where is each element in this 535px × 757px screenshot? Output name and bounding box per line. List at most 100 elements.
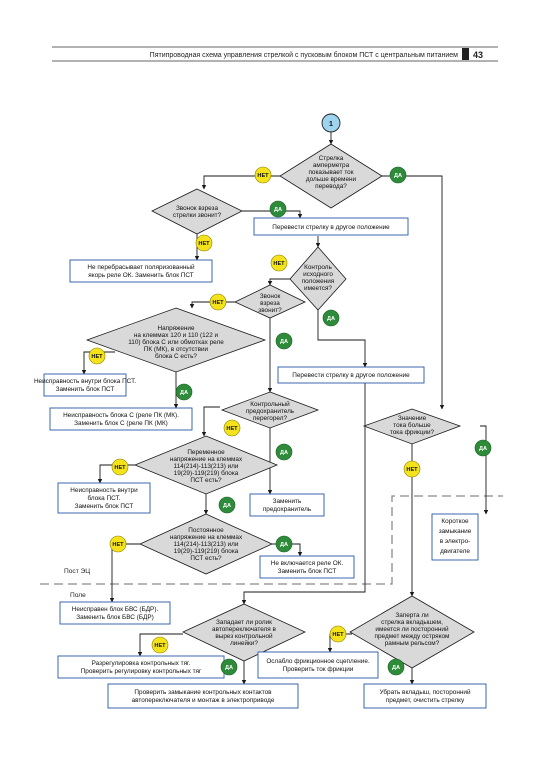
text-line: предохранитель xyxy=(246,408,295,415)
text-line: Перевести стрелку в другое положение xyxy=(292,372,410,379)
page-header: Пятипроводная схема управления стрелкой … xyxy=(52,46,498,62)
zone-divider: Пост ЭЦ Поле xyxy=(40,495,503,599)
text-line: Заменить xyxy=(273,498,302,505)
text-line: Напряжение xyxy=(157,325,195,332)
badge-label: ДА xyxy=(274,207,282,213)
action-relay-ok-not-switch: Не включается реле ОК.Заменить блок ПСТ xyxy=(259,555,355,579)
badge-label: ДА xyxy=(392,665,400,671)
badge-no-d7: НЕТ xyxy=(403,460,421,478)
yes-badge-icon xyxy=(175,383,193,401)
text-line: стрелка вкладышем, xyxy=(381,619,443,626)
text-line: стрелки звонит? xyxy=(173,212,222,219)
no-badge-icon xyxy=(88,347,106,365)
text-line: положения xyxy=(302,278,335,285)
text-line: автопереключателя и монтаж в электроприв… xyxy=(132,697,275,704)
badge-label: ДА xyxy=(327,316,335,322)
badge-label: НЕТ xyxy=(406,467,418,473)
badge-label: НЕТ xyxy=(257,173,269,179)
text-line: Заперта ли xyxy=(395,612,429,619)
text-line: Западает ли ролик xyxy=(216,619,272,626)
text-line: Заменить блок ПСТ xyxy=(56,385,115,393)
no-badge-icon xyxy=(270,254,288,272)
yes-badge-icon xyxy=(322,309,340,327)
badge-yes-d5: ДА xyxy=(175,383,193,401)
action-throw-switch-1: Перевести стрелку в другое положение xyxy=(253,217,409,236)
action-replace-block-c: Неисправность блока С (реле ПК (МК).Заме… xyxy=(49,407,193,431)
text-line: Перевести стрелку в другое положение xyxy=(272,224,390,231)
badge-no-d3: НЕТ xyxy=(270,254,288,272)
badge-no-d1: НЕТ xyxy=(254,166,272,184)
yes-badge-icon xyxy=(275,443,293,461)
badge-label: НЕТ xyxy=(332,632,344,638)
badge-yes-d8: ДА xyxy=(218,496,236,514)
text-line: Проверить ток фрикции xyxy=(283,666,354,673)
badge-label: ДА xyxy=(394,173,402,179)
text-line: замыкание xyxy=(439,528,472,535)
decision-badges: НЕТ ДА ДА НЕТ НЕТ ДА НЕТ ДА НЕТ ДА НЕТ Д… xyxy=(88,166,492,676)
text-line: ПСТ есть? xyxy=(190,555,222,562)
text-line: Заменить блок БВС (БДР) xyxy=(76,613,153,621)
badge-label: ДА xyxy=(280,542,288,548)
badge-label: ДА xyxy=(479,446,487,452)
no-badge-icon xyxy=(223,419,241,437)
badge-label: НЕТ xyxy=(114,465,126,471)
badge-label: НЕТ xyxy=(112,542,124,548)
text-line: 114(214)-113(213) или xyxy=(174,463,239,470)
yes-badge-icon xyxy=(275,535,293,553)
badge-label: НЕТ xyxy=(154,643,166,649)
text-line: блока С есть? xyxy=(155,352,197,360)
text-line: напряжение на клеммах xyxy=(170,534,243,541)
text-line: ПСТ есть? xyxy=(190,477,222,484)
text-line: 110) блока С или обмотках реле xyxy=(128,338,224,346)
text-line: Заменить блок ПСТ xyxy=(75,502,134,510)
action-replace-bvs: Неисправен блок БВС (БДР).Заменить блок … xyxy=(59,601,171,625)
no-badge-icon xyxy=(195,234,213,252)
action-throw-switch-2: Перевести стрелку в другое положение xyxy=(277,366,425,384)
text-line: Постоянное xyxy=(188,527,224,534)
badge-yes-d1: ДА xyxy=(389,166,407,184)
badge-yes-d7: ДА xyxy=(474,439,492,457)
badge-no-d8: НЕТ xyxy=(111,458,129,476)
text-line: вырез контрольной xyxy=(215,632,273,640)
text-line: ПК (МК), в отсутствии xyxy=(144,346,209,353)
connector-number: 1 xyxy=(329,121,333,128)
badge-no-d6: НЕТ xyxy=(223,419,241,437)
badge-yes-d2: ДА xyxy=(269,200,287,218)
badge-no-d10: НЕТ xyxy=(151,636,169,654)
text-line: Звонок xyxy=(260,293,281,300)
text-line: блока ПСТ. xyxy=(88,494,121,502)
text-line: Стрелка xyxy=(319,155,344,162)
text-line: перегорел? xyxy=(253,415,287,422)
badge-label: НЕТ xyxy=(226,426,238,432)
no-badge-icon xyxy=(209,293,227,311)
badge-yes-d9: ДА xyxy=(275,535,293,553)
text-line: показывает ток xyxy=(308,169,353,176)
text-line: дольше времени xyxy=(306,176,357,183)
yes-badge-icon xyxy=(220,658,238,676)
text-line: Неисправность внутри блока ПСТ. xyxy=(34,377,136,385)
yes-badge-icon xyxy=(389,166,407,184)
badge-no-d2: НЕТ xyxy=(195,234,213,252)
text-line: Значение xyxy=(398,415,427,422)
text-line: тока больше xyxy=(393,421,431,429)
badge-yes-d4: ДА xyxy=(275,332,293,350)
no-badge-icon xyxy=(254,166,272,184)
badge-label: ДА xyxy=(280,450,288,456)
text-line: Заменить блок ПСТ xyxy=(278,567,337,575)
no-badge-icon xyxy=(151,636,169,654)
text-line: Неисправность внутри xyxy=(70,487,138,494)
text-line: Убрать вкладыш, посторонний xyxy=(379,688,470,696)
no-badge-icon xyxy=(111,458,129,476)
text-line: 19(29)-119(219) блока xyxy=(174,547,239,555)
